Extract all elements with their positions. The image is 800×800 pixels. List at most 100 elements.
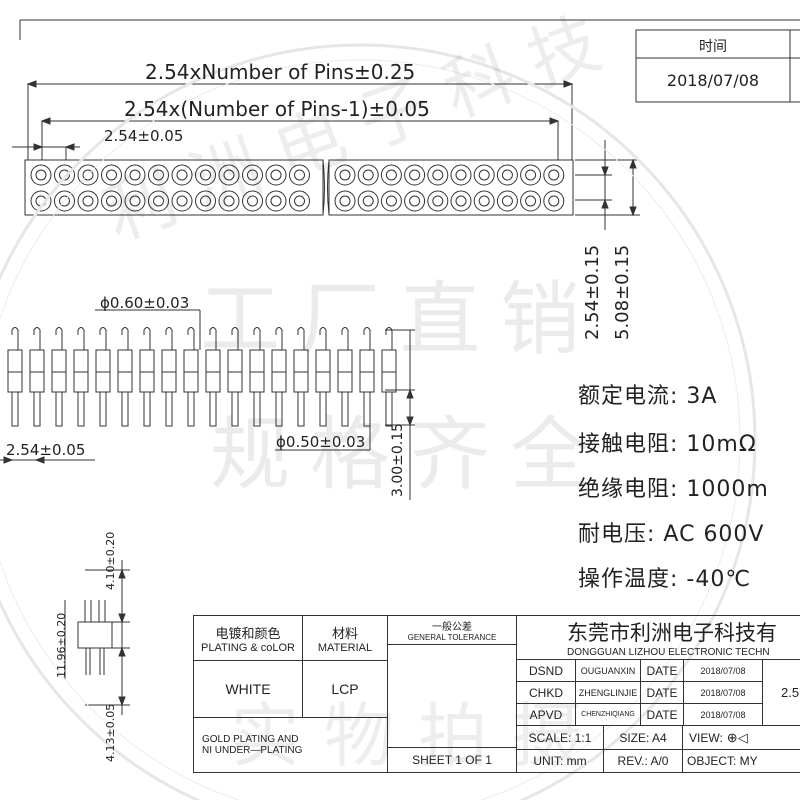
pin	[293, 327, 309, 427]
watermark-line2: 工厂直销	[200, 273, 600, 366]
pin	[95, 327, 111, 427]
pin	[315, 327, 331, 427]
hole-inner	[548, 169, 560, 181]
hole-inner	[270, 169, 282, 181]
hole-inner	[129, 195, 141, 207]
pin-row-side-view	[7, 327, 397, 427]
spec-contact-resistance: 接触电阻: 10mΩ	[578, 432, 757, 457]
hole-inner	[294, 195, 305, 207]
row-dsnd-name: OUGUANXIN	[575, 659, 641, 682]
watermark-line3: 规格齐全	[210, 408, 610, 501]
hole-inner	[455, 169, 467, 181]
pin	[227, 327, 243, 427]
rev-cell: REV.: A/0	[603, 749, 683, 773]
color-value: WHITE	[193, 660, 303, 718]
hole-inner	[385, 169, 397, 181]
hole-inner	[385, 195, 397, 207]
row-apvd-name: CHENZHIQIANG	[575, 703, 641, 726]
part-number: 2.5	[762, 659, 800, 726]
hole-inner	[409, 195, 421, 207]
row-dsnd-date: 2018/07/08	[683, 659, 763, 682]
pin	[271, 327, 287, 427]
spec-withstand-voltage: 耐电压: AC 600V	[578, 522, 765, 547]
pitch-span-dim: 2.54x(Number of Pins-1)±0.05	[124, 97, 430, 121]
row-chkd-name: ZHENGLINJIE	[575, 681, 641, 704]
row-apvd-date: 2018/07/08	[683, 703, 763, 726]
title-block-frame	[635, 29, 800, 103]
sheet-number: SHEET 1 OF 1	[387, 747, 517, 773]
hole-inner	[432, 195, 444, 207]
time-value: 2018/07/08	[666, 71, 760, 90]
hole-inner	[501, 195, 513, 207]
row-dsnd-date-label: DATE	[640, 659, 684, 682]
tolerance-header: 一般公差 GENERAL TOLERANCE	[387, 615, 517, 645]
hole-inner	[106, 169, 117, 181]
hole-inner	[362, 195, 374, 207]
hole-inner	[247, 195, 258, 207]
hole-inner	[455, 195, 467, 207]
row-chkd-date-label: DATE	[640, 681, 684, 704]
pin	[249, 327, 265, 427]
pin	[29, 327, 45, 427]
hole-inner	[339, 169, 351, 181]
hole-inner	[362, 169, 374, 181]
hole-inner	[501, 169, 513, 181]
pin	[359, 327, 375, 427]
size-cell: SIZE: A4	[603, 725, 683, 750]
row-apvd-role: APVD	[516, 703, 576, 726]
hole-inner	[129, 169, 141, 181]
pin	[117, 327, 133, 427]
side-total-dim: 11.96±0.20	[55, 612, 68, 678]
row-chkd-date: 2018/07/08	[683, 681, 763, 704]
pitch-top-dim: 2.54±0.05	[104, 127, 184, 145]
plating-note: GOLD PLATING AND NI UNDER—PLATING	[193, 717, 388, 773]
hole-inner	[432, 169, 444, 181]
pin-dia-bottom-dim: ϕ0.50±0.03	[276, 433, 366, 451]
pin	[183, 327, 199, 427]
hole-inner	[270, 195, 282, 207]
side-bottom-dim: 4.13±0.05	[104, 703, 117, 762]
plating-header: 电镀和颜色 PLATING & coLOR	[193, 615, 303, 661]
hole-inner	[82, 195, 94, 207]
time-label: 时间	[699, 39, 727, 55]
projection-symbol-icon: ⊕◁	[726, 729, 748, 745]
spec-insulation-resistance: 绝缘电阻: 1000m	[578, 477, 769, 502]
hole-inner	[525, 169, 537, 181]
spec-rated-current: 额定电流: 3A	[578, 384, 718, 409]
scale-cell: SCALE: 1:1	[516, 725, 604, 750]
watermark-line4: 实物拍摄	[230, 695, 606, 777]
pin-dia-top-dim: ϕ0.60±0.03	[100, 294, 190, 312]
hole-inner	[106, 195, 117, 207]
pin	[73, 327, 89, 427]
pin	[161, 327, 177, 427]
overall-length-dim: 2.54xNumber of Pins±0.25	[145, 60, 416, 84]
pin	[381, 327, 397, 427]
side-top-dim: 4.10±0.20	[104, 531, 117, 590]
hole-inner	[223, 169, 235, 181]
hole-inner	[339, 195, 351, 207]
hole-inner	[294, 169, 305, 181]
hole-inner	[223, 195, 235, 207]
hole-inner	[153, 195, 164, 207]
unit-cell: UNIT: mm	[516, 749, 604, 773]
hole-inner	[176, 195, 188, 207]
hole-inner	[409, 169, 421, 181]
material-header: 材料 MATERIAL	[302, 615, 388, 661]
hole-inner	[176, 169, 188, 181]
hole-inner	[200, 169, 211, 181]
object-cell: OBJECT: MY	[682, 749, 800, 773]
tail-length-dim: 3.00±0.15	[390, 422, 406, 497]
side-view-small	[64, 560, 130, 715]
spec-operating-temperature: 操作温度: -40℃	[578, 567, 752, 592]
hole-inner	[478, 169, 490, 181]
hole-inner	[247, 169, 258, 181]
row-dsnd-role: DSND	[516, 659, 576, 682]
pin	[7, 327, 23, 427]
hole-inner	[525, 195, 537, 207]
company-name: 东莞市利洲电子科技有 DONGGUAN LIZHOU ELECTRONIC TE…	[516, 615, 800, 660]
pin	[337, 327, 353, 427]
row-pitch-dim: 2.54±0.15	[582, 244, 603, 340]
pin	[205, 327, 221, 427]
row-chkd-role: CHKD	[516, 681, 576, 704]
